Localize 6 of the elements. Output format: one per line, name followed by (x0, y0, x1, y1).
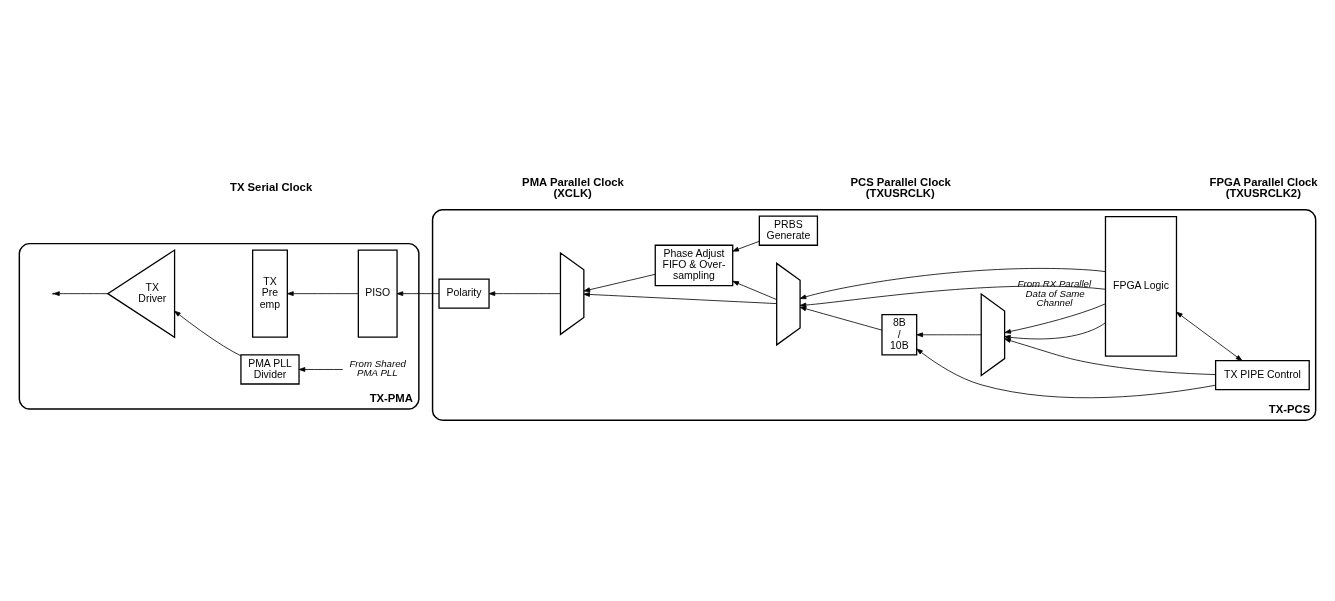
label: FPGA Parallel Clock (TXUSRCLK2) (1209, 175, 1318, 199)
label: TX Serial Clock (230, 180, 313, 193)
edge-label: From RX Parallel Data of Same Channel (1017, 277, 1092, 309)
node-text: From Shared PMA PLL (349, 357, 406, 379)
label: PCS Parallel Clock (TXUSRCLK) (850, 175, 951, 199)
label: PMA Parallel Clock (XCLK) (522, 175, 624, 199)
